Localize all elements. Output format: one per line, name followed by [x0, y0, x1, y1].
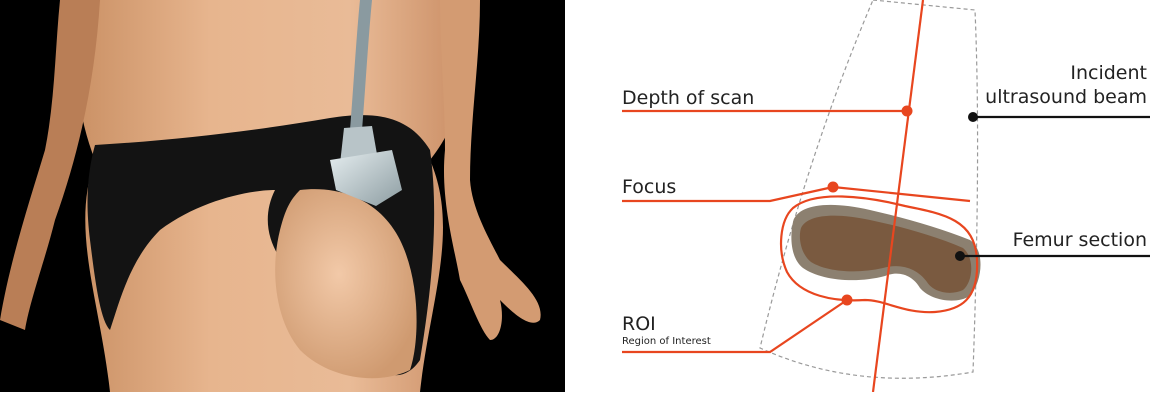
roi-label: ROI: [622, 313, 656, 335]
roi-marker: [842, 295, 853, 306]
incident-label-line1: Incident: [1070, 62, 1147, 84]
incident-marker: [968, 112, 978, 122]
roi-subtitle: Region of Interest: [622, 336, 711, 348]
torso-illustration: [0, 0, 565, 392]
depth-marker: [902, 106, 913, 117]
depth-of-scan-label: Depth of scan: [622, 87, 754, 109]
focus-line: [833, 187, 970, 201]
beam-sector: [760, 0, 978, 378]
incident-label-line2: ultrasound beam: [985, 86, 1147, 108]
left-arm-shape: [0, 0, 100, 330]
ultrasound-diagram: Depth of scan Focus ROI Region of Intere…: [565, 0, 1155, 392]
right-arm-shape: [440, 0, 541, 340]
femur-section-label: Femur section: [1013, 229, 1147, 251]
femur-marker: [955, 251, 965, 261]
hip-scan-illustration: [0, 0, 565, 392]
focus-label: Focus: [622, 176, 676, 198]
